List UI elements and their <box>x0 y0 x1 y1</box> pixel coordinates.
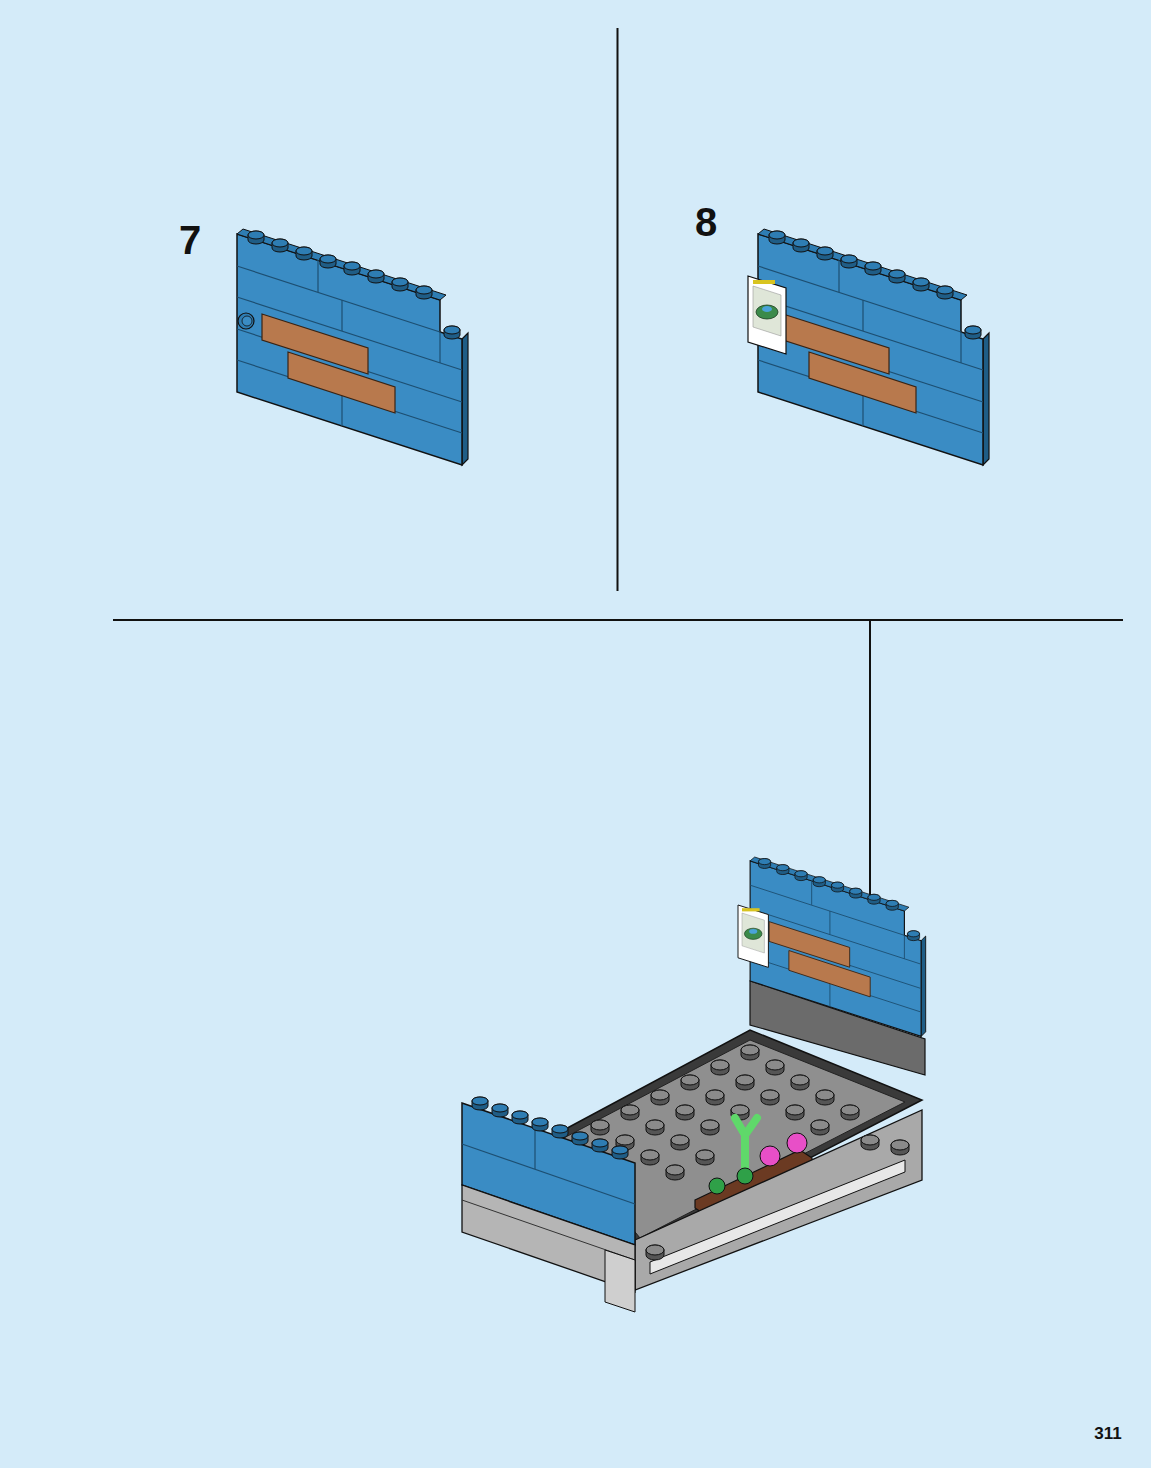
model-assembly <box>462 857 926 1312</box>
wall-assembly <box>748 229 989 465</box>
wall-assembly <box>237 229 468 465</box>
divider-line <box>617 28 619 591</box>
assembly-arrow <box>861 620 879 926</box>
divider-line <box>113 619 1123 621</box>
step-number: 8 <box>695 202 717 242</box>
step-number: 7 <box>179 220 201 260</box>
page-number: 311 <box>1094 1425 1121 1442</box>
